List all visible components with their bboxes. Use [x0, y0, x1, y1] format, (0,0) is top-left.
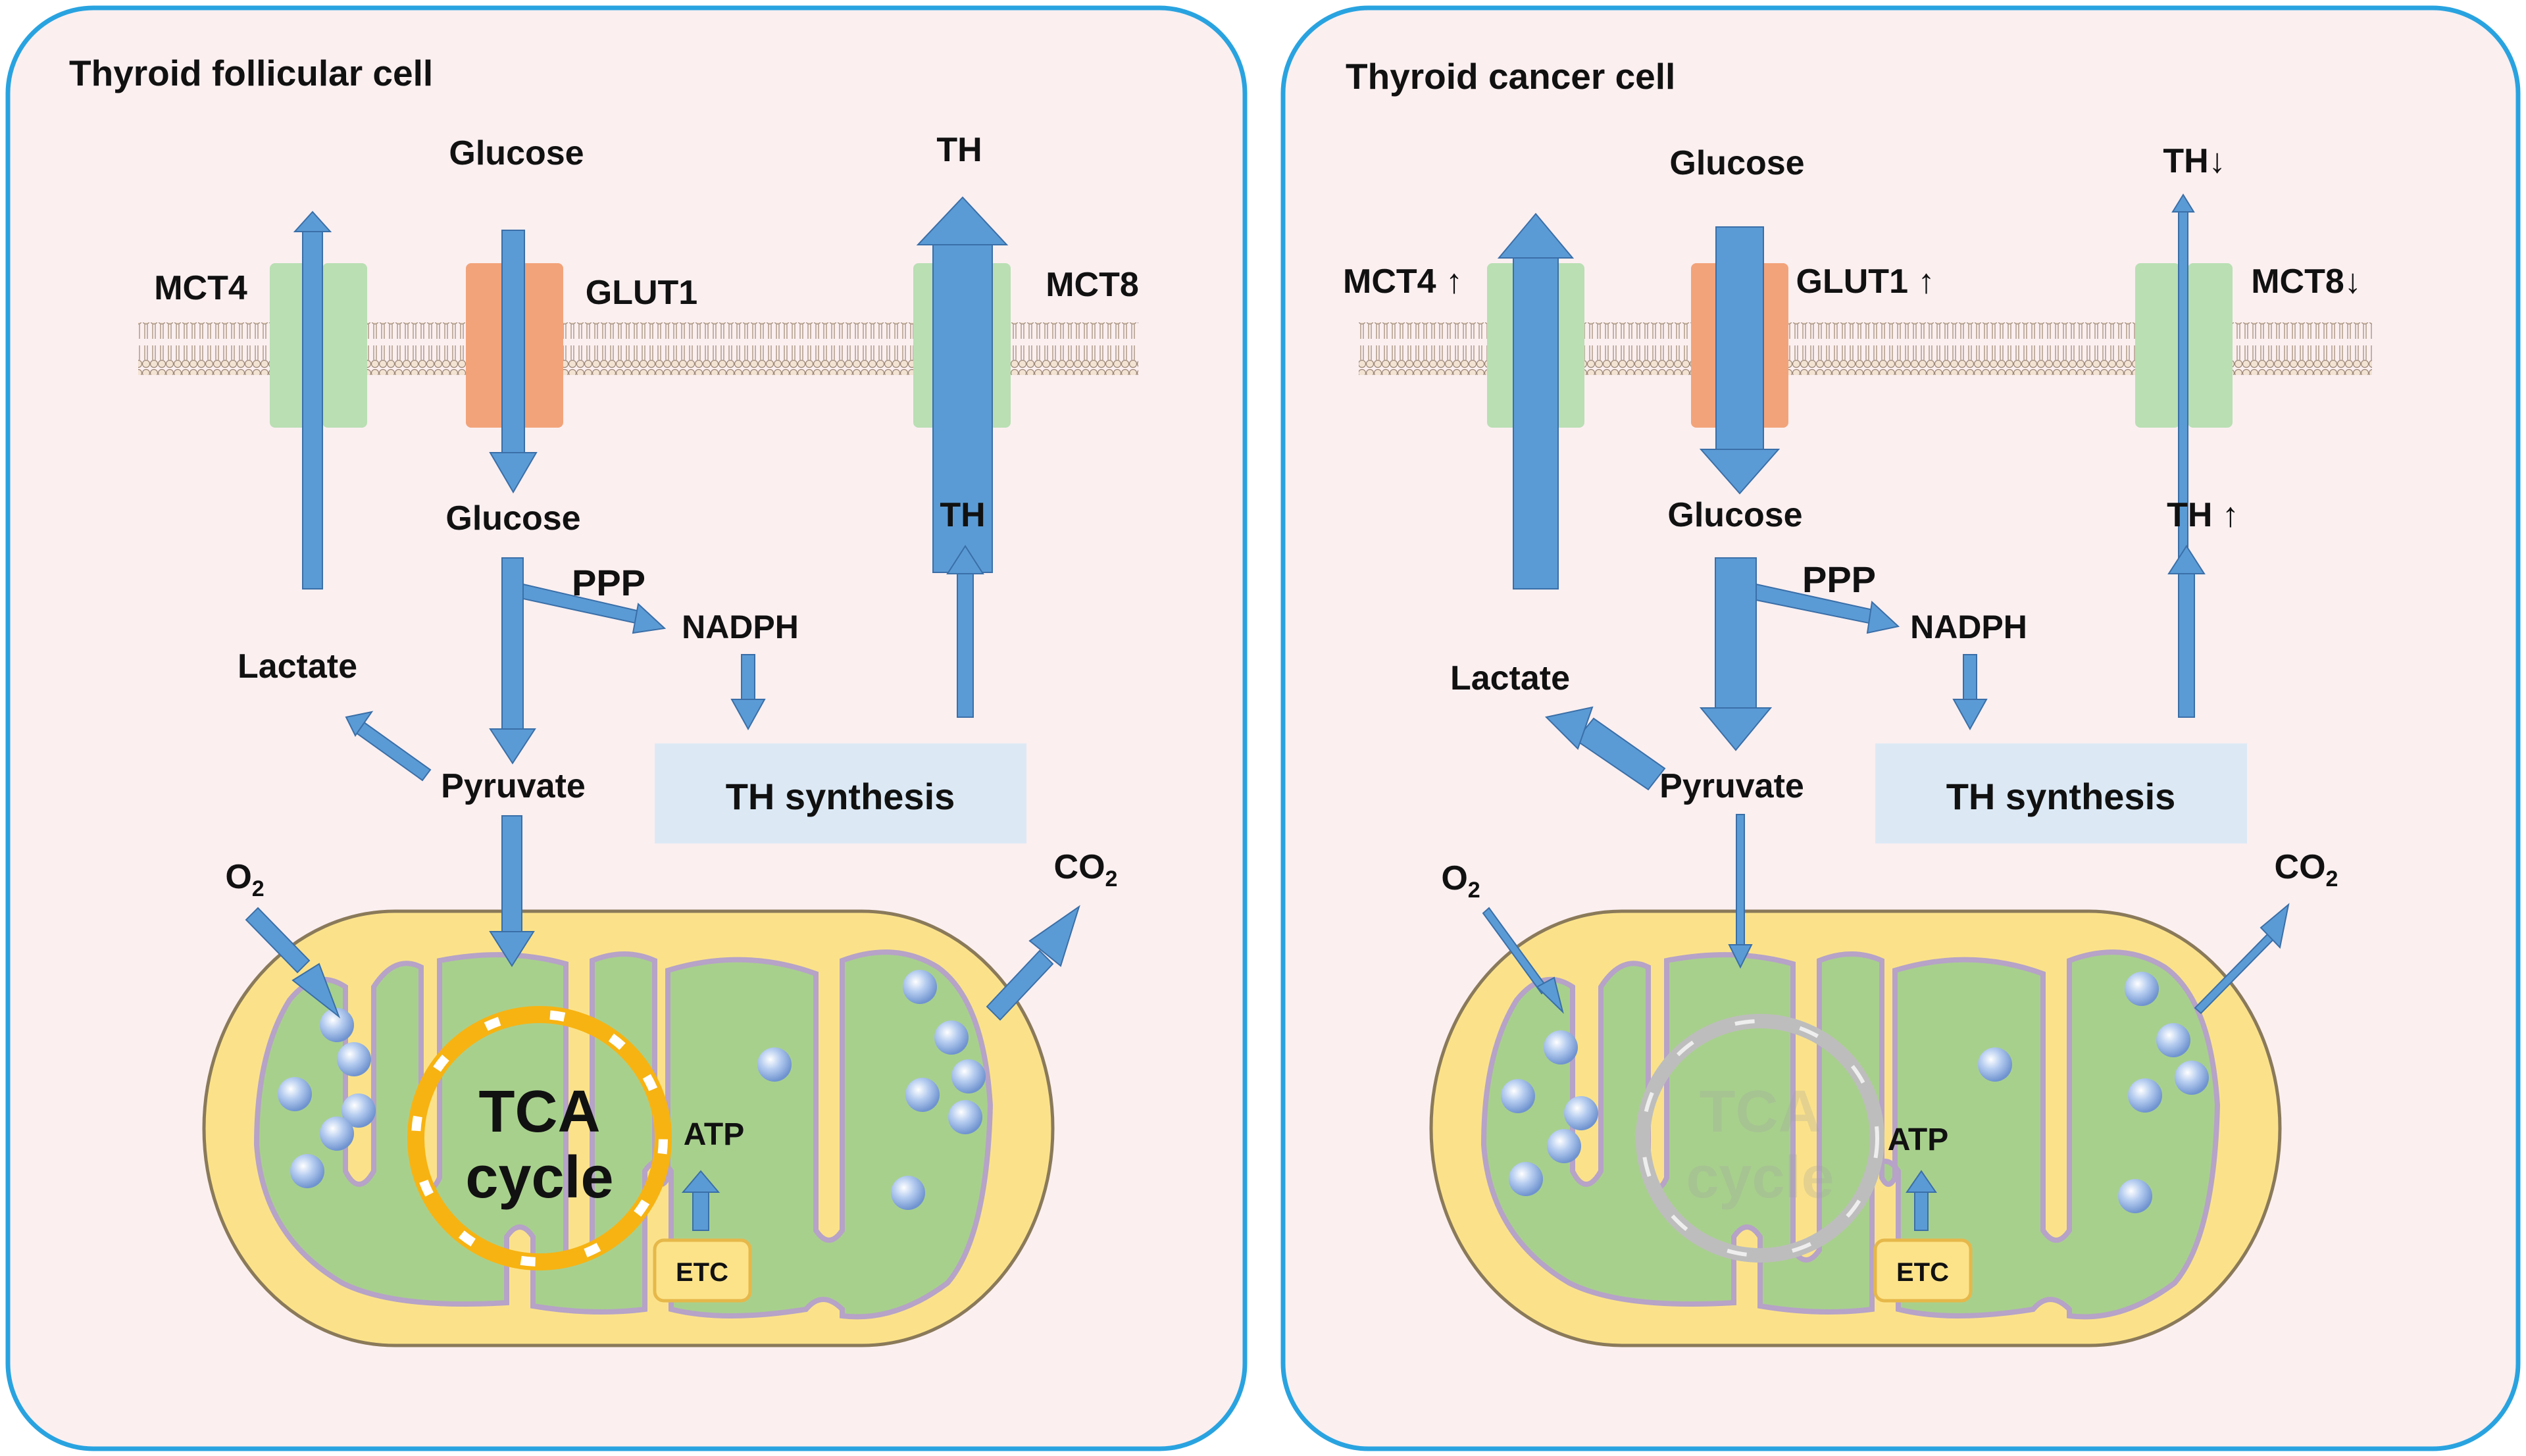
- th-synthesis-label: TH synthesis: [1946, 776, 2176, 817]
- glut1-transporter: [466, 263, 563, 428]
- atp-synthase-beads: [278, 970, 986, 1210]
- arrow-synthesis-to-th: [946, 545, 984, 718]
- th-extracellular-label: TH: [936, 131, 982, 169]
- glucose-intracellular-label: Glucose: [445, 499, 580, 538]
- tca-label-line2: cycle: [1686, 1145, 1834, 1211]
- tca-label-line2: cycle: [465, 1145, 613, 1211]
- arrow-etc-to-atp: [1906, 1170, 1937, 1231]
- arrow-glucose-to-pyruvate: [1699, 557, 1773, 751]
- arrow-glucose-import: [489, 230, 538, 493]
- th-intracellular-label: TH ↑: [2167, 496, 2239, 534]
- arrow-o2-import: [245, 907, 341, 1018]
- panel-title: Thyroid follicular cell: [69, 53, 433, 93]
- glut1-label: GLUT1: [586, 274, 697, 312]
- arrow-co2-export: [986, 905, 1080, 1021]
- arrow-co2-export: [2194, 903, 2290, 1015]
- mitochondrion: [1429, 909, 2282, 1347]
- th-extracellular-label: TH↓: [2163, 142, 2225, 180]
- arrow-lactate-export: [1497, 213, 1575, 590]
- mct4-label: MCT4: [154, 269, 247, 307]
- mitochondrion: [202, 909, 1055, 1347]
- arrow-lactate-export: [293, 211, 332, 590]
- mct8-transporter: [2135, 263, 2233, 428]
- arrow-th-export: [916, 196, 1009, 573]
- etc-box: [1873, 1238, 1973, 1303]
- mitochondrion-inner-membrane: [1480, 949, 2221, 1320]
- arrow-nadph-to-synthesis: [730, 654, 766, 731]
- arrow-etc-to-atp: [681, 1170, 720, 1231]
- atp-synthase-beads: [1501, 972, 2209, 1213]
- lactate-label: Lactate: [238, 647, 357, 686]
- pyruvate-label: Pyruvate: [1659, 767, 1804, 805]
- ppp-label: PPP: [1802, 559, 1876, 600]
- atp-label: ATP: [684, 1117, 744, 1152]
- arrow-synthesis-to-th: [2167, 545, 2206, 718]
- arrow-glucose-import: [1699, 226, 1781, 495]
- panel-follicular-cell: Thyroid follicular cell: [5, 5, 1248, 1451]
- tca-cycle-active: TCA cycle: [407, 1006, 672, 1270]
- mct4-label: MCT4 ↑: [1343, 263, 1463, 301]
- ppp-label: PPP: [572, 562, 645, 603]
- arrow-nadph-to-synthesis: [1952, 654, 1988, 731]
- arrow-ppp: [522, 583, 667, 634]
- tca-cycle-inactive: TCA cycle: [1636, 1014, 1884, 1263]
- glucose-extracellular-label: Glucose: [1669, 144, 1804, 182]
- th-intracellular-label: TH: [940, 496, 985, 534]
- etc-box: [653, 1238, 752, 1303]
- glucose-extracellular-label: Glucose: [449, 134, 584, 172]
- co2-label: CO2: [1054, 848, 1118, 891]
- glut1-label: GLUT1 ↑: [1796, 263, 1935, 301]
- glucose-intracellular-label: Glucose: [1667, 496, 1802, 534]
- pyruvate-label: Pyruvate: [441, 767, 586, 805]
- arrow-ppp: [1756, 583, 1900, 634]
- lactate-label: Lactate: [1450, 659, 1570, 697]
- panel-cancer-cell: Thyroid cancer cell: [1280, 5, 2521, 1451]
- arrow-pyruvate-to-tca: [489, 815, 535, 967]
- etc-label: ETC: [1896, 1258, 1949, 1287]
- atp-label: ATP: [1888, 1122, 1948, 1157]
- o2-label: O2: [1441, 859, 1480, 903]
- mct8-label: MCT8: [1046, 266, 1139, 304]
- arrow-pyruvate-to-lactate: [345, 711, 432, 782]
- arrow-th-export: [2171, 193, 2195, 566]
- panel-title: Thyroid cancer cell: [1346, 56, 1675, 97]
- o2-label: O2: [225, 858, 264, 901]
- mct8-label: MCT8↓: [2251, 263, 2362, 301]
- arrow-glucose-to-pyruvate: [489, 557, 536, 765]
- arrow-pyruvate-to-lactate: [1544, 706, 1666, 791]
- th-synthesis-box: [655, 743, 1026, 843]
- mitochondrion-inner-membrane: [253, 949, 994, 1320]
- co2-label: CO2: [2275, 848, 2338, 891]
- arrow-o2-import: [1482, 907, 1564, 1015]
- tca-label-line1: TCA: [1700, 1079, 1821, 1145]
- etc-label: ETC: [676, 1258, 728, 1287]
- arrow-pyruvate-to-tca: [1728, 814, 1753, 969]
- th-synthesis-label: TH synthesis: [726, 776, 955, 817]
- nadph-label: NADPH: [1910, 609, 2027, 645]
- th-synthesis-box: [1875, 743, 2247, 843]
- nadph-label: NADPH: [682, 609, 799, 645]
- tca-label-line1: TCA: [479, 1079, 601, 1145]
